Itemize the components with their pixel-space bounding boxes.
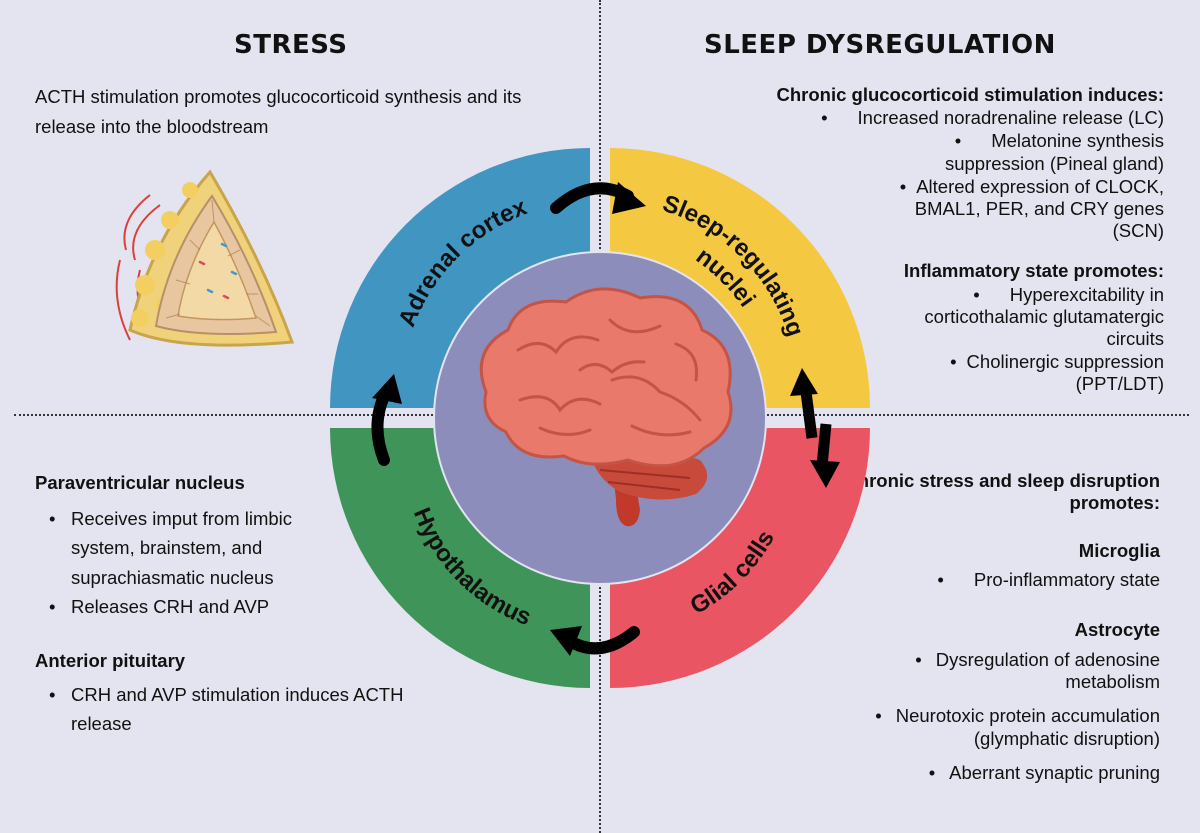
glucocorticoid-heading: Chronic glucocorticoid stimulation induc… [776,84,1165,105]
glial-heading: Chronic stress and sleep disruption prom… [844,470,1160,514]
microglia-heading: Microglia [1078,540,1160,562]
arrow-hypothalamus-to-adrenal [371,374,402,466]
pituitary-heading: Anterior pituitary [35,649,186,671]
glucocorticoid-list: •Increased noradrenaline release (LC) •M… [694,107,1164,242]
list-item: •Aberrant synaptic pruning [928,761,1160,783]
list-item: •Hyperexcitability in corticothalamic gl… [924,283,1164,349]
arrow-sleep-glial-bidirectional [790,368,840,488]
adrenal-gland-icon [115,169,295,347]
stress-intro: ACTH stimulation promotes glucocorticoid… [35,86,522,137]
list-item: Receives imput from limbic system, brain… [35,504,335,593]
astrocyte-list: •Dysregulation of adenosine metabolism •… [820,649,1160,784]
stress-title: STRESS [234,30,348,60]
astrocyte-heading: Astrocyte [1074,618,1160,640]
microglia-list: •Pro-inflammatory state [820,569,1160,591]
list-item: •Cholinergic suppression (PPT/LDT) [950,351,1164,395]
glial-text: Chronic stress and sleep disruption prom… [820,470,1160,784]
inflammatory-heading: Inflammatory state promotes: [903,260,1164,282]
list-item: CRH and AVP stimulation induces ACTH rel… [35,680,415,739]
list-item: Releases CRH and AVP [35,592,335,622]
pvn-heading: Paraventricular nucleus [35,472,245,493]
inflammatory-list: •Hyperexcitability in corticothalamic gl… [694,284,1164,396]
sleep-dysregulation-title: SLEEP DYSREGULATION [704,30,1056,60]
arrow-glial-to-hypothalamus [550,626,640,656]
pvn-list: Receives imput from limbic system, brain… [35,504,335,622]
glucocorticoid-section: Chronic glucocorticoid stimulation induc… [694,84,1165,396]
hypothalamus-text: Paraventricular nucleus Receives imput f… [35,468,403,739]
list-item: •Altered expression of CLOCK, BMAL1, PER… [899,175,1164,242]
list-item: •Dysregulation of adenosine metabolism [915,648,1160,693]
list-item: •Neurotoxic protein accumulation (glymph… [875,705,1160,749]
brain-icon [479,287,733,527]
list-item: •Pro-inflammatory state [937,568,1160,590]
list-item: •Increased noradrenaline release (LC) [821,107,1164,129]
arrow-adrenal-to-sleep [550,182,646,214]
pituitary-list: CRH and AVP stimulation induces ACTH rel… [35,680,415,739]
list-item: •Melatonine synthesis suppression (Pinea… [944,130,1164,174]
